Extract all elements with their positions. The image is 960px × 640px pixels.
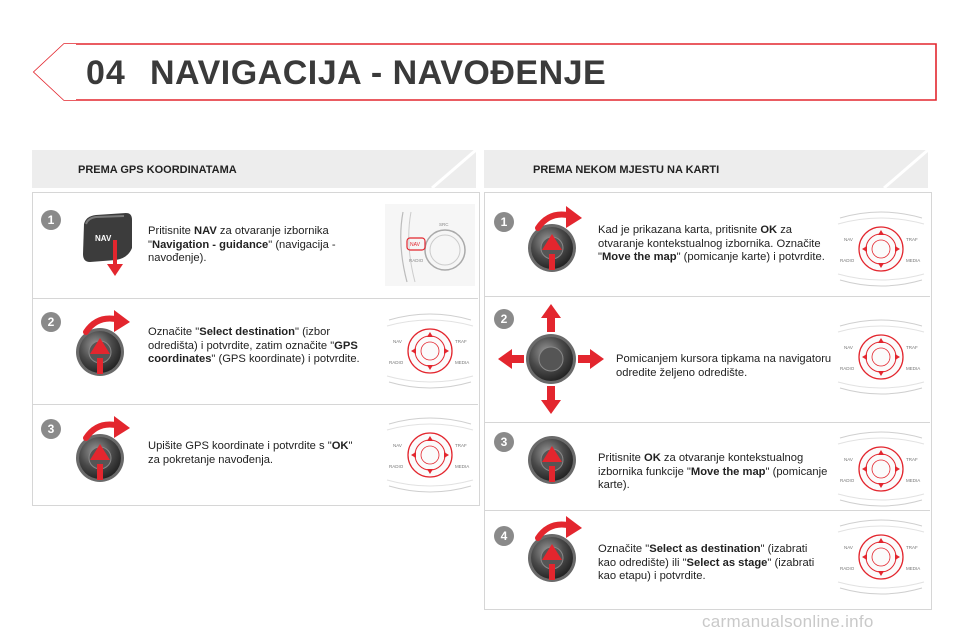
bold-term: Navigation - guidance <box>151 238 269 251</box>
bold-term: OK <box>760 224 778 236</box>
console-thumbnail: NAV TRAF RADIO MEDIA <box>834 312 928 402</box>
svg-text:RADIO: RADIO <box>409 258 424 263</box>
console-label-radio: RADIO <box>389 360 404 365</box>
left-step-1-row <box>32 192 478 299</box>
left-step-1-text: Pritisnite NAV za otvaranje izbornika "N… <box>148 225 363 266</box>
console-thumbnail: NAV TRAF RADIO MEDIA <box>383 306 477 396</box>
text-run: Pritisnite <box>598 452 645 464</box>
console-label-nav: NAV <box>844 457 853 462</box>
text-run: Pritisnite <box>148 225 195 237</box>
page-title: NAVIGACIJA - NAVOĐENJE <box>150 54 607 92</box>
text-run: Označite " <box>148 326 200 338</box>
console-thumbnail: NAV TRAF RADIO MEDIA <box>834 204 928 294</box>
console-label-traf: TRAF <box>906 237 918 242</box>
console-label-nav: NAV <box>844 545 853 550</box>
console-label-radio: RADIO <box>840 258 855 263</box>
right-section-title: PREMA NEKOM MJESTU NA KARTI <box>533 164 720 176</box>
console-label-radio: RADIO <box>840 478 855 483</box>
left-step-3-text: Upišite GPS koordinate i potvrdite s "OK… <box>148 440 363 467</box>
text-run: " (izabrati kao odredište) ili " <box>598 543 808 569</box>
rotary-knob-turn-press <box>522 206 586 292</box>
bold-term: Select as destination <box>649 543 761 555</box>
right-step-3-text: Pritisnite OK za otvaranje kontekstualno… <box>598 452 830 493</box>
svg-text:NAV: NAV <box>410 242 421 248</box>
console-label-media: MEDIA <box>906 366 920 371</box>
console-thumbnail: NAV TRAF RADIO MEDIA <box>834 512 928 602</box>
step-badge: 1 <box>493 211 515 233</box>
text-run: " (pomicanje karte). <box>598 465 828 492</box>
step-badge: 4 <box>493 525 515 547</box>
text-run: " za pokretanje navođenja. <box>148 440 353 466</box>
console-label-media: MEDIA <box>906 566 920 571</box>
nav-button-illustration: NAV <box>78 210 138 280</box>
rotary-knob-press <box>522 430 586 500</box>
bold-term: Select as stage <box>686 556 768 569</box>
text-run: " (GPS koordinate) i potvrdite. <box>211 353 360 366</box>
text-run: Upišite GPS koordinate i potvrdite s " <box>148 440 332 452</box>
step-badge: 2 <box>40 311 62 333</box>
console-thumbnail: NAV TRAF RADIO MEDIA <box>383 410 477 500</box>
bold-term: Select destination <box>199 326 295 338</box>
text-run: Pomicanjem kursora tipkama na navigatoru… <box>616 353 832 379</box>
console-label-media: MEDIA <box>455 360 469 365</box>
text-run: " (navigacija - navođenje). <box>148 238 336 265</box>
left-step-2-text: Označite "Select destination" (izbor odr… <box>148 326 378 367</box>
right-step-4-text: Označite "Select as destination" (izabra… <box>598 543 820 584</box>
console-label-media: MEDIA <box>455 464 469 469</box>
console-thumbnail: NAV TRAF RADIO MEDIA <box>834 424 928 514</box>
console-label-traf: TRAF <box>906 345 918 350</box>
bold-term: NAV <box>194 225 217 237</box>
text-run: za otvaranje izbornika " <box>148 225 329 251</box>
console-label-traf: TRAF <box>906 457 918 462</box>
watermark: carmanualsonline.info <box>702 612 874 631</box>
right-step-1-text: Kad je prikazana karta, pritisnite OK za… <box>598 224 826 265</box>
rotary-knob-turn-press <box>70 416 134 502</box>
step-badge: 1 <box>40 209 62 231</box>
right-section-header <box>484 150 928 188</box>
text-run: " (izbor odredišta) i potvrdite, zatim o… <box>148 326 335 352</box>
text-run: za otvaranje kontekstualnog izbornika. O… <box>598 224 821 264</box>
right-step-2-row <box>484 296 930 423</box>
console-label-traf: TRAF <box>455 443 467 448</box>
nav-console-thumbnail: NAV RADIO SRC <box>383 200 477 290</box>
console-label-nav: NAV <box>844 237 853 242</box>
four-way-navigator <box>496 302 606 416</box>
console-label-nav: NAV <box>393 443 402 448</box>
left-step-2-row <box>32 298 478 405</box>
svg-text:SRC: SRC <box>439 222 449 227</box>
left-section-title: PREMA GPS KOORDINATAMA <box>78 164 237 176</box>
console-label-media: MEDIA <box>906 478 920 483</box>
header-frame <box>32 43 937 101</box>
rotary-knob-turn-press <box>70 310 134 396</box>
right-step-1-row <box>484 192 930 297</box>
page-header: 04 NAVIGACIJA - NAVOĐENJE <box>0 0 960 110</box>
text-run: " (pomicanje karte) i potvrdite. <box>676 251 825 264</box>
step-badge: 2 <box>493 308 515 330</box>
bold-term: Move the map <box>690 465 766 478</box>
step-badge: 3 <box>493 431 515 453</box>
text-run: za otvaranje kontekstualnog izbornika fu… <box>598 452 804 478</box>
console-label-radio: RADIO <box>840 566 855 571</box>
bold-term: Move the map <box>601 251 677 264</box>
console-label-radio: RADIO <box>389 464 404 469</box>
chapter-number: 04 <box>86 54 126 92</box>
step-badge: 3 <box>40 418 62 440</box>
console-label-media: MEDIA <box>906 258 920 263</box>
rotary-knob-turn-press <box>522 516 586 602</box>
left-section-header <box>32 150 476 188</box>
right-step-2-text: Pomicanjem kursora tipkama na navigatoru… <box>616 353 836 380</box>
text-run: " (izabrati kao etapu) i potvrdite. <box>598 556 815 583</box>
console-label-traf: TRAF <box>455 339 467 344</box>
console-label-radio: RADIO <box>840 366 855 371</box>
bold-term: OK <box>644 452 661 464</box>
text-run: Kad je prikazana karta, pritisnite <box>598 224 761 236</box>
console-label-nav: NAV <box>844 345 853 350</box>
console-label-nav: NAV <box>393 339 402 344</box>
bold-term: GPS coordinates <box>148 339 358 366</box>
right-step-3-row <box>484 422 930 511</box>
svg-text:NAV: NAV <box>95 234 112 243</box>
bold-term: OK <box>331 440 349 452</box>
console-label-traf: TRAF <box>906 545 918 550</box>
text-run: Označite " <box>598 543 650 555</box>
